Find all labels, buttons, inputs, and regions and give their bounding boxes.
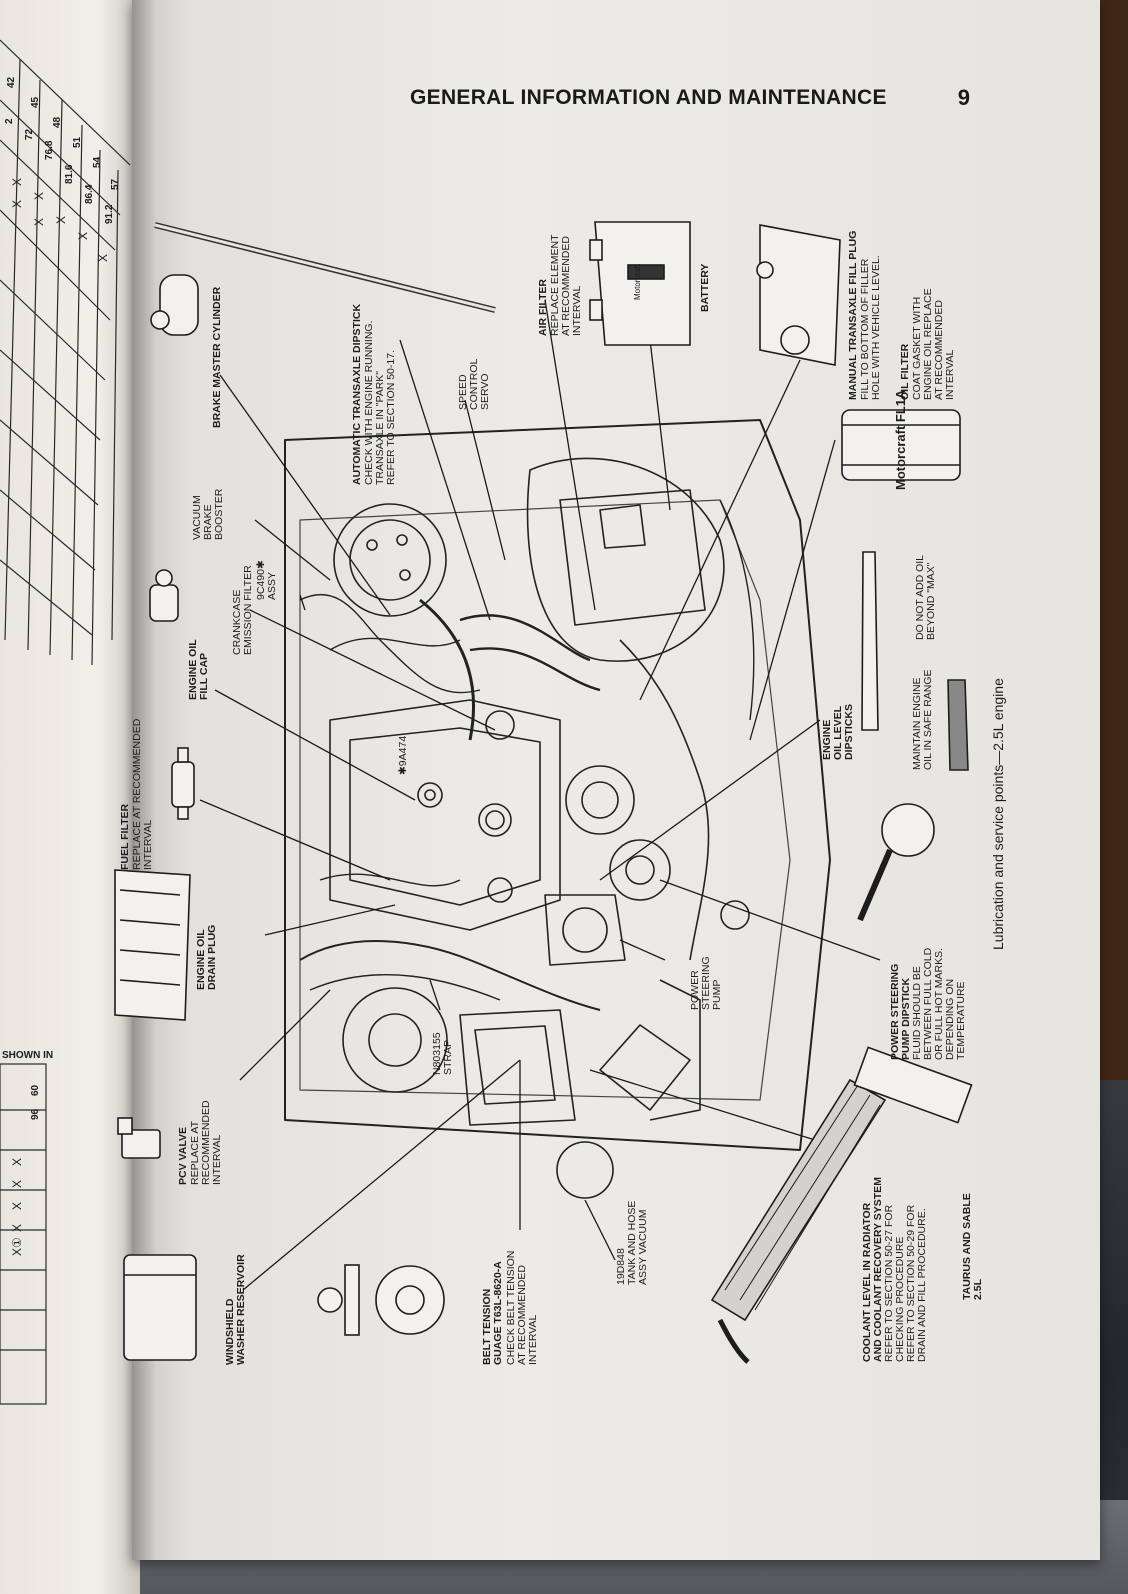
label-oil-fill-cap: ENGINE OIL FILL CAP: [187, 639, 210, 700]
label-pcv-body: REPLACE AT RECOMMENDED INTERVAL: [189, 1100, 223, 1185]
oil-filter-brand: Motorcraft FL1A: [893, 389, 908, 490]
label-9c490: 9C490✱ ASSY: [255, 560, 278, 600]
figure-caption: Lubrication and service points—2.5L engi…: [990, 678, 1006, 950]
label-ps-dipstick-body: FLUID SHOULD BE BETWEEN FULL COLD OR FUL…: [911, 947, 967, 1060]
label-brake-master-cylinder: BRAKE MASTER CYLINDER: [211, 286, 223, 428]
label-9a474: ✱9A474: [397, 735, 409, 775]
label-maintain-oil: MAINTAIN ENGINE OIL IN SAFE RANGE: [911, 669, 934, 770]
battery-brand: Motorcraft: [633, 263, 642, 300]
label-do-not-add-oil: DO NOT ADD OIL BEYOND "MAX": [914, 555, 937, 640]
label-coolant-body: REFER TO SECTION 50-27 FOR CHECKING PROC…: [883, 1204, 928, 1362]
belt-gauge-icon: [317, 1264, 445, 1336]
page-header: GENERAL INFORMATION AND MAINTENANCE 9: [410, 82, 970, 114]
label-vacuum-booster: VACUUM BRAKE BOOSTER: [191, 488, 225, 540]
label-crankcase-filter: CRANKCASE EMISSION FILTER: [231, 565, 254, 655]
label-strap: N803155 STRAP: [431, 1032, 454, 1075]
label-taurus-sable: TAURUS AND SABLE 2.5L: [961, 1193, 984, 1300]
label-windshield-reservoir: WINDSHIELD WASHER RESERVOIR: [224, 1254, 247, 1365]
schedule-table-grid: [0, 39, 131, 1405]
fuel-filter-icon: [171, 747, 195, 820]
label-engine-dipsticks: ENGINE OIL LEVEL DIPSTICKS: [821, 703, 855, 760]
label-oil-drain-plug: ENGINE OIL DRAIN PLUG: [195, 924, 218, 990]
label-fuel-filter: FUEL FILTER: [119, 803, 131, 870]
label-fuel-filter-body: REPLACE AT RECOMMENDED INTERVAL: [131, 718, 154, 870]
oil-filter-icon: [841, 409, 961, 481]
label-vacuum-tank: 19D848 TANK AND HOSE ASSY VACUUM: [615, 1200, 649, 1285]
label-pcv-valve: PCV VALVE: [177, 1127, 189, 1185]
label-oil-filter-body: COAT GASKET WITH ENGINE OIL REPLACE AT R…: [911, 288, 956, 400]
label-auto-dipstick-body: CHECK WITH ENGINE RUNNING. TRANSAXLE IN …: [363, 320, 397, 485]
label-belt-tension-gauge: BELT TENSION GUAGE T63L-8620-A: [481, 1261, 504, 1365]
ps-dipstick-icon: [857, 803, 935, 922]
label-air-filter: AIR FILTER: [537, 279, 549, 336]
transaxle-fill-plug-icon: [756, 224, 841, 366]
pcv-valve-icon: [117, 1117, 161, 1159]
page-title: GENERAL INFORMATION AND MAINTENANCE: [410, 86, 887, 109]
page-number: 9: [957, 85, 970, 110]
brake-master-cylinder-icon: [150, 274, 199, 336]
label-manual-fill-plug: MANUAL TRANSAXLE FILL PLUG: [847, 230, 859, 400]
drain-plug-icon: [114, 869, 191, 1021]
left-page: 42 45 48 51 54 57 2 72 76.8 81.6 86.4 91…: [0, 0, 140, 1594]
label-auto-dipstick: AUTOMATIC TRANSAXLE DIPSTICK: [351, 303, 363, 485]
label-air-filter-body: REPLACE ELEMENT AT RECOMMENDED INTERVAL: [549, 234, 583, 336]
label-ps-dipstick: POWER STEERING PUMP DIPSTICK: [889, 963, 912, 1060]
label-battery: BATTERY: [699, 263, 711, 312]
washer-reservoir-icon: [123, 1254, 197, 1361]
battery-icon: [589, 221, 691, 346]
label-speed-control-servo: SPEED CONTROL SERVO: [457, 358, 491, 410]
label-manual-fill-body: FILL TO BOTTOM OF FILLER HOLE WITH VEHIC…: [859, 255, 882, 400]
label-coolant: COOLANT LEVEL IN RADIATOR AND COOLANT RE…: [861, 1177, 884, 1362]
label-ps-pump: POWER STEERING PUMP: [689, 956, 723, 1010]
shown-in-label: SHOWN IN: [2, 1050, 54, 1061]
oil-fill-cap-icon: [149, 569, 179, 622]
label-belt-tension-body: CHECK BELT TENSION AT RECOMMENDED INTERV…: [505, 1250, 539, 1365]
radiator-icon: [710, 1046, 973, 1364]
engine-dipstick-icon: [861, 551, 969, 771]
